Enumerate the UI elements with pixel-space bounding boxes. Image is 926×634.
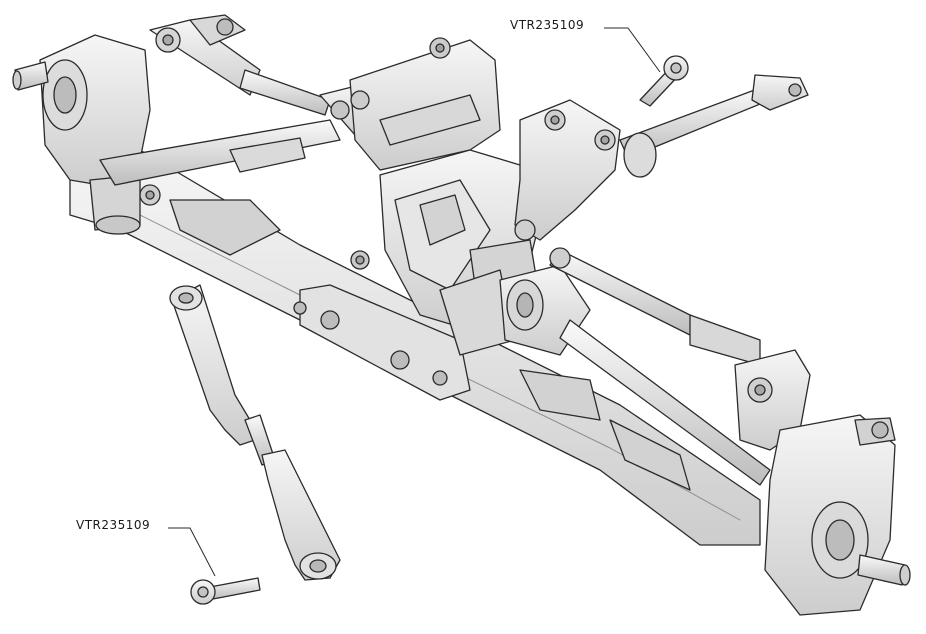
right-bellcrank xyxy=(514,99,621,241)
callout-leader-bottom xyxy=(168,527,216,577)
ball-stud-screw-bottom xyxy=(190,577,261,605)
left-axle-stub xyxy=(12,61,49,91)
left-lower-link xyxy=(99,119,341,206)
right-steering-link xyxy=(549,247,761,366)
callout-leader-top xyxy=(604,27,661,73)
lower-mount-plate xyxy=(293,284,471,401)
right-axle-stub xyxy=(857,554,911,586)
ball-stud-screw-top xyxy=(639,55,689,107)
exploded-turnbuckle-link xyxy=(169,284,341,581)
left-steering-knuckle xyxy=(39,34,151,235)
part-number-label-top: VTR235109 xyxy=(510,18,585,32)
upper-shock-tower xyxy=(349,37,501,171)
part-number-label-bottom: VTR235109 xyxy=(76,518,151,532)
right-upper-driveshaft xyxy=(619,74,809,178)
left-upper-arm xyxy=(149,14,261,96)
right-lower-driveshaft xyxy=(559,319,771,486)
differential-housing xyxy=(350,149,541,356)
right-steering-knuckle xyxy=(764,414,896,616)
